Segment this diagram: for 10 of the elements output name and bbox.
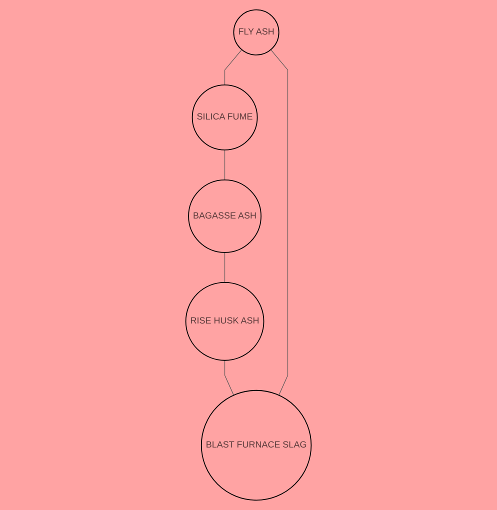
connector — [224, 360, 234, 396]
connector — [270, 49, 288, 396]
node-circle: FLY ASH — [233, 9, 280, 56]
connector — [224, 49, 242, 86]
node-circle: SILICA FUME — [192, 84, 258, 150]
connector — [224, 252, 226, 283]
node-circle: BLAST FURNACE SLAG — [200, 390, 312, 501]
connector — [224, 150, 226, 180]
node-circle: BAGASSE ASH — [188, 179, 262, 253]
node-circle: RISE HUSK ASH — [185, 282, 264, 361]
